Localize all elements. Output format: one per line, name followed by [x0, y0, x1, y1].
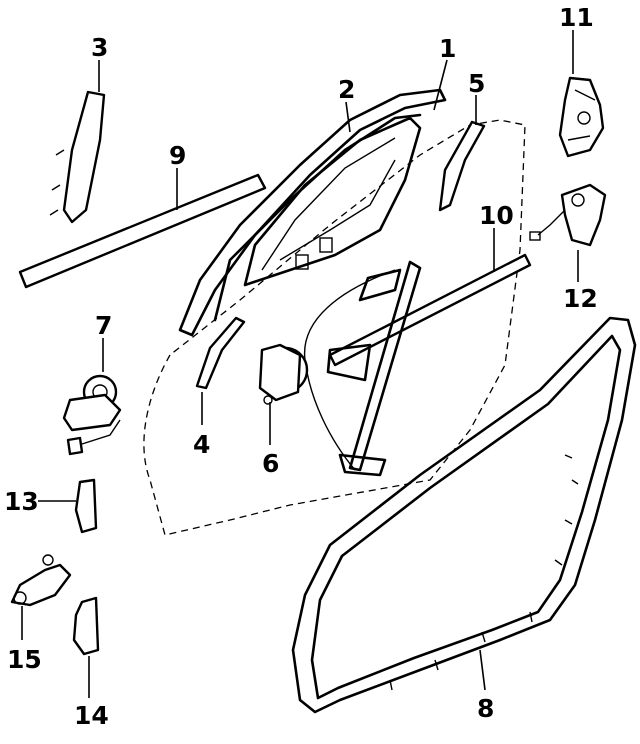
- callout-4: 4: [193, 430, 210, 459]
- door-glass: [243, 116, 422, 287]
- callout-11: 11: [559, 3, 594, 32]
- door-weatherstrip: [291, 316, 637, 714]
- rear-glass-run: [438, 120, 486, 212]
- belt-molding-strip: [18, 173, 267, 289]
- callout-13: 13: [4, 487, 39, 516]
- door-lock-actuator: [558, 76, 605, 158]
- door-shell-outline: [143, 119, 526, 536]
- leader-8: [479, 649, 486, 691]
- leader-1: [433, 59, 448, 111]
- callout-14: 14: [74, 701, 109, 730]
- callout-5: 5: [468, 69, 485, 98]
- front-channel-bracket: [49, 90, 106, 224]
- callout-3: 3: [91, 33, 108, 62]
- callout-labels: 1 2 3 4 5 6 7 8 9 10 11 12 13 14 15: [4, 3, 598, 730]
- leader-2: [345, 101, 351, 133]
- callout-2: 2: [338, 75, 355, 104]
- regulator-motor: [62, 374, 122, 456]
- rear-belt-molding: [328, 253, 532, 367]
- callout-12: 12: [563, 284, 598, 313]
- door-check-bracket: [74, 478, 98, 534]
- callout-9: 9: [169, 141, 186, 170]
- callout-1: 1: [439, 34, 456, 63]
- callout-6: 6: [262, 449, 279, 478]
- window-frame-channel: [178, 88, 447, 337]
- upper-door-hinge: [10, 554, 72, 607]
- callout-8: 8: [477, 694, 494, 723]
- leader-lines: [21, 30, 579, 698]
- callout-10: 10: [479, 201, 514, 230]
- door-latch: [529, 183, 607, 247]
- front-lower-channel: [195, 316, 246, 390]
- lower-door-hinge: [72, 596, 100, 656]
- window-regulator: [258, 260, 422, 477]
- callout-7: 7: [95, 311, 112, 340]
- callout-15: 15: [7, 645, 42, 674]
